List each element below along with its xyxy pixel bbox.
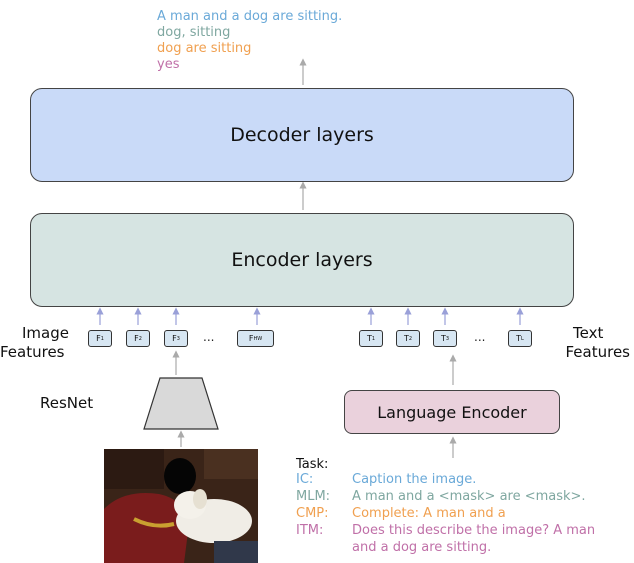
language-encoder-label: Language Encoder xyxy=(377,402,527,422)
task-row-cmp: CMP:Complete: A man and a xyxy=(296,506,506,521)
image-token-ellipsis: ... xyxy=(203,330,215,344)
task-row-ic: IC:Caption the image. xyxy=(296,472,477,487)
photo-man-dog-icon xyxy=(104,449,258,563)
task-heading: Task: xyxy=(296,457,329,472)
resnet-label: ResNet xyxy=(40,394,94,412)
output-cmp: dog are sitting xyxy=(157,41,252,56)
output-itm: yes xyxy=(157,57,180,72)
output-caption: A man and a dog are sitting. xyxy=(157,9,343,24)
encoder-layers: Encoder layers xyxy=(30,213,574,307)
text-features-label: Text Features xyxy=(565,324,631,361)
feature-arrows xyxy=(96,307,524,325)
decoder-layers: Decoder layers xyxy=(30,88,574,182)
task-row-itm-continuation: and a dog are sitting. xyxy=(352,540,492,555)
image-features-label: Image Features xyxy=(0,324,69,361)
resnet-shape xyxy=(143,377,219,430)
encoder-label: Encoder layers xyxy=(231,249,373,271)
decoder-label: Decoder layers xyxy=(230,124,374,146)
task-row-mlm: MLM:A man and a <mask> are <mask>. xyxy=(296,489,586,504)
task-row-itm: ITM:Does this describe the image? A man xyxy=(296,523,596,538)
text-token-ellipsis: ... xyxy=(474,330,486,344)
output-mlm: dog, sitting xyxy=(157,25,231,40)
language-encoder: Language Encoder xyxy=(344,390,560,434)
